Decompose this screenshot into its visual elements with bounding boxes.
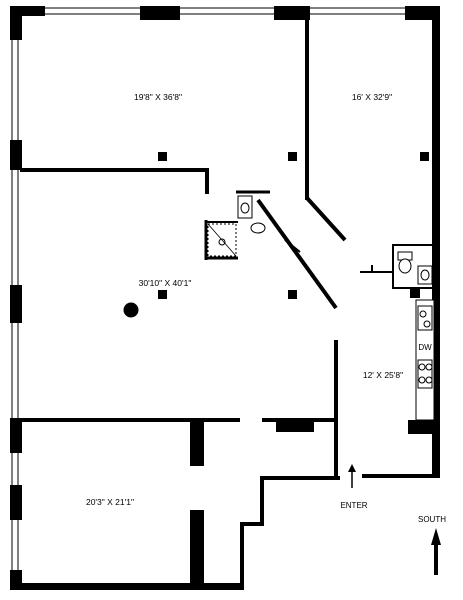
outer-walls	[10, 6, 440, 590]
interior-walls	[20, 16, 436, 585]
shower-drain-icon	[218, 238, 226, 246]
entry-arrow-icon	[348, 464, 356, 488]
room-label-main: 30'10" X 40'1"	[139, 278, 192, 288]
round-column-icon	[123, 302, 139, 318]
south-arrow-icon	[431, 528, 441, 575]
room-label-bottom-left: 20'3" X 21'1"	[86, 497, 134, 507]
south-label: SOUTH	[418, 515, 446, 524]
toilet-icon	[250, 222, 266, 234]
toilet-icon	[398, 258, 412, 274]
right-bathroom	[397, 251, 433, 285]
columns	[123, 152, 429, 318]
sink-bowl-icon	[240, 202, 250, 214]
middle-bathroom	[207, 195, 266, 257]
room-label-kitchen: 12' X 25'8"	[363, 370, 403, 380]
sink-bowl-icon	[420, 269, 430, 281]
dishwasher-label: DW	[418, 343, 432, 352]
room-label-top-left: 19'8" X 36'8"	[134, 92, 182, 102]
kitchen-counter	[415, 299, 435, 421]
windows	[11, 7, 405, 570]
room-label-top-right: 16' X 32'9"	[352, 92, 392, 102]
enter-label: ENTER	[340, 501, 367, 510]
